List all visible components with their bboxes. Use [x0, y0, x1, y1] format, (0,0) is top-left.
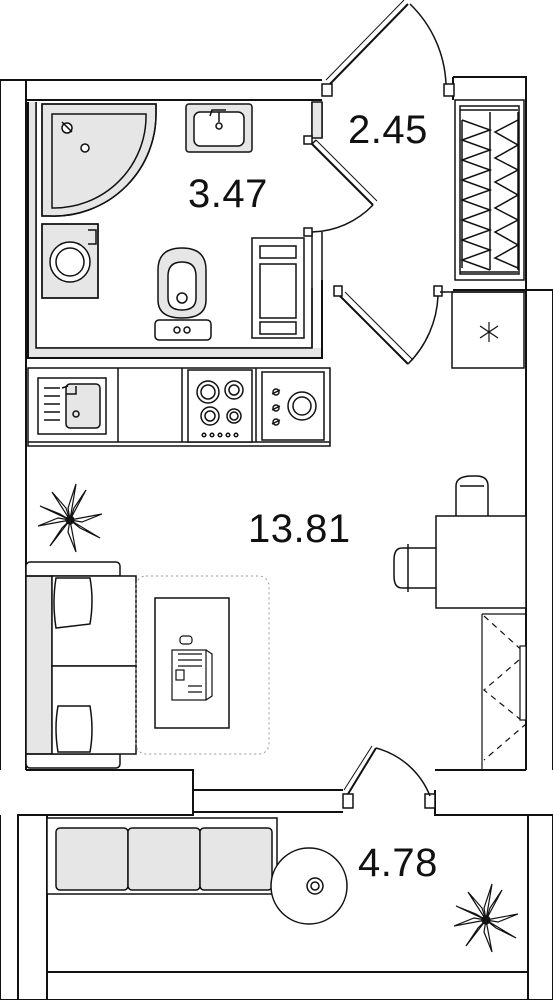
sofa-icon	[25, 561, 137, 769]
wardrobe-icon	[454, 99, 525, 281]
plant-icon	[37, 483, 103, 553]
laptop-icon	[171, 635, 213, 701]
round-table-icon	[270, 847, 348, 925]
cooktop-icon	[187, 369, 253, 443]
bathroom	[27, 101, 378, 359]
hallway-area-label: 2.45	[348, 108, 428, 152]
chair-icon	[393, 475, 489, 592]
bathroom-area-label: 3.47	[188, 172, 268, 216]
dining-table	[435, 515, 527, 609]
wall-fills	[0, 79, 553, 1000]
balcony-door	[342, 745, 436, 809]
kitchen	[27, 367, 331, 447]
washing-machine-icon	[41, 223, 99, 299]
sink-icon	[185, 103, 253, 153]
bathroom-door	[303, 135, 378, 237]
balcony-sofa-icon	[46, 817, 278, 895]
living-room-area-label: 13.81	[248, 507, 351, 551]
rug	[135, 575, 270, 755]
toilet-icon	[154, 247, 212, 341]
plant-icon	[453, 883, 519, 953]
balcony-area-label: 4.78	[358, 841, 438, 885]
hall-cabinet	[440, 291, 526, 369]
hallway-door	[333, 285, 443, 365]
stove-knobs-icon	[261, 371, 325, 441]
towel-rack-icon	[251, 237, 305, 339]
kitchen-sink-icon	[37, 377, 107, 435]
shower-icon	[41, 103, 157, 217]
closet-nook	[481, 613, 527, 770]
entrance-door	[321, 0, 455, 97]
